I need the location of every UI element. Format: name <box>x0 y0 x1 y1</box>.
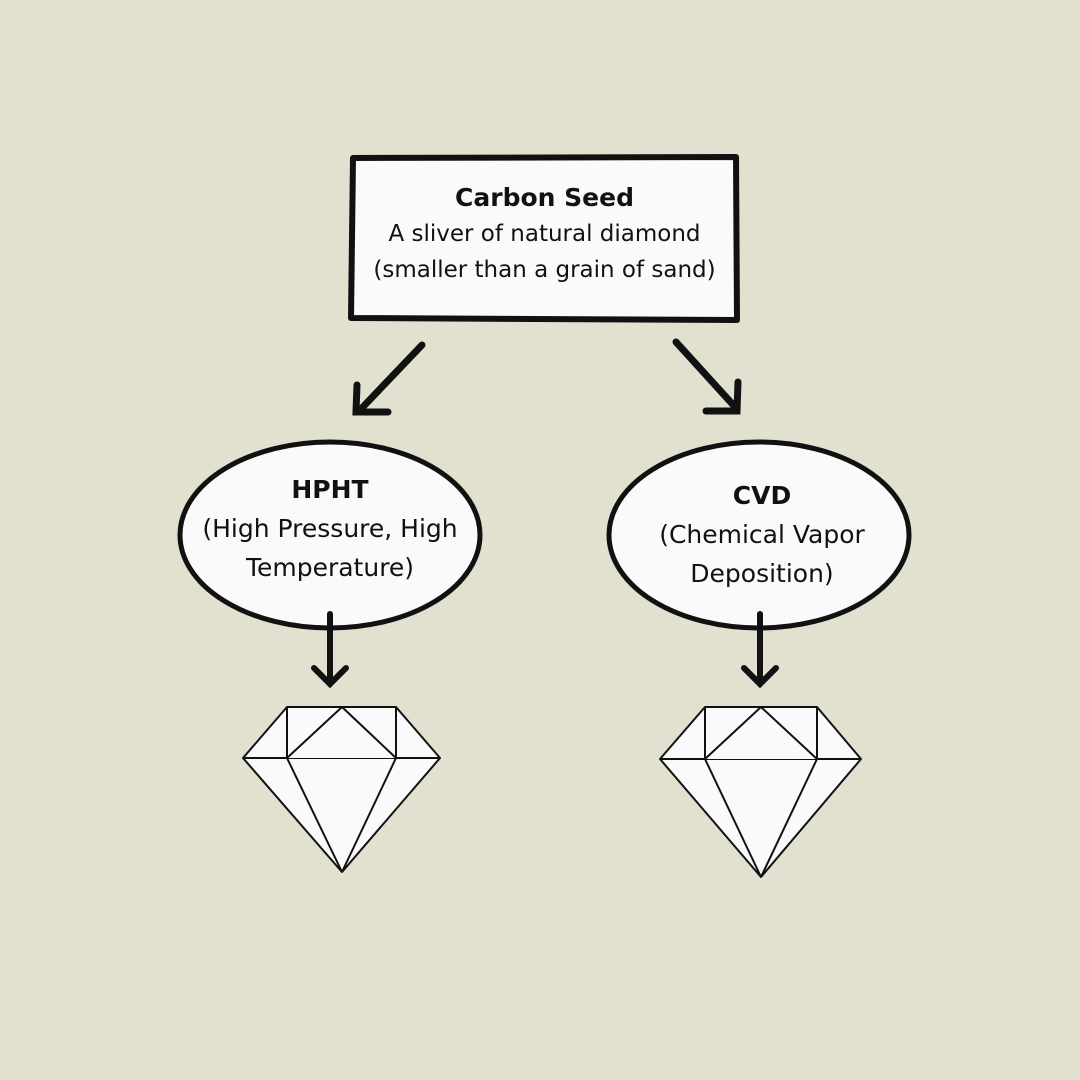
carbon-seed-desc-line1: A sliver of natural diamond <box>388 221 701 247</box>
carbon-seed-title: Carbon Seed <box>455 183 634 212</box>
arrow-cvd-to-diamond <box>741 611 779 689</box>
carbon-seed-box <box>348 154 740 323</box>
hpht-desc-line1: (High Pressure, High <box>202 514 458 543</box>
carbon-seed-desc-line2: (smaller than a grain of sand) <box>373 257 716 283</box>
carbon-seed-label: Carbon Seed A sliver of natural diamond … <box>352 180 737 288</box>
arrow-hpht-to-diamond <box>311 611 349 689</box>
cvd-desc-line2: Deposition) <box>690 559 834 588</box>
diamond-icon <box>659 706 862 878</box>
cvd-label: CVD (Chemical Vapor Deposition) <box>612 476 912 593</box>
arrow-to-hpht <box>352 341 426 416</box>
cvd-title: CVD <box>732 481 792 510</box>
hpht-title: HPHT <box>291 475 369 504</box>
diamond-icon <box>242 706 441 873</box>
arrow-to-cvd <box>672 338 742 415</box>
hpht-label: HPHT (High Pressure, High Temperature) <box>180 470 480 587</box>
hpht-desc-line2: Temperature) <box>245 553 415 582</box>
cvd-desc-line1: (Chemical Vapor <box>659 520 865 549</box>
